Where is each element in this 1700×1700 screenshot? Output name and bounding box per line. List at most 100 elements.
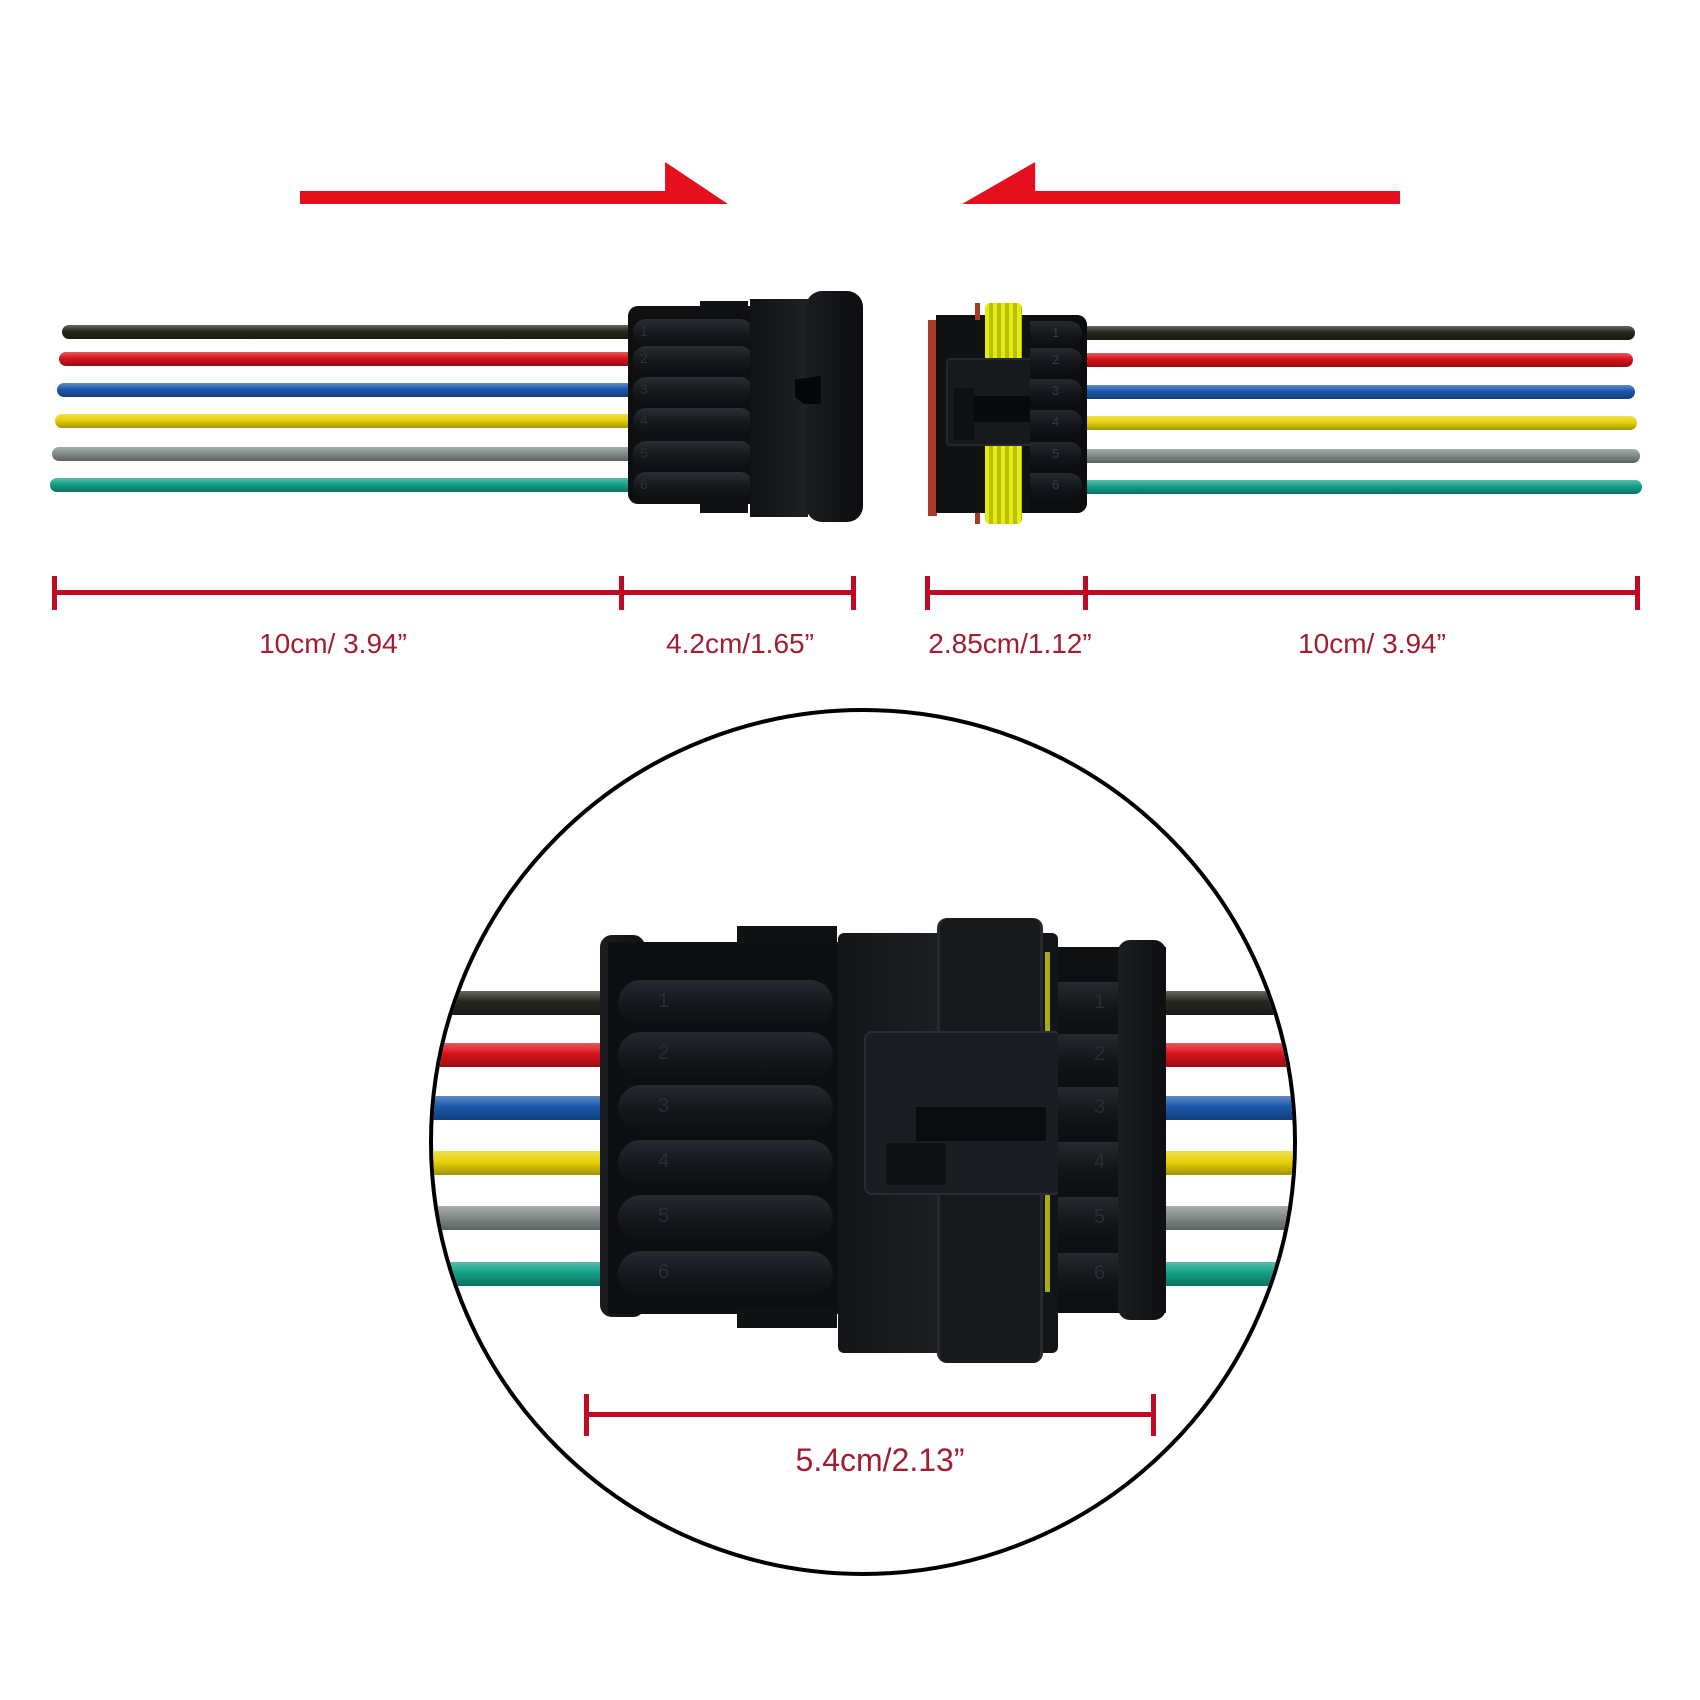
- female-ridge-5: 5: [1030, 442, 1082, 467]
- mated-rib-2: 2: [618, 1032, 833, 1078]
- female-ridge-3: 3: [1030, 379, 1082, 404]
- pin-number: 5: [640, 445, 648, 461]
- pin-number: 1: [658, 990, 670, 1012]
- dimension-tick: [851, 576, 856, 610]
- mated-rib-5: 5: [618, 1195, 833, 1241]
- pin-number: 6: [1052, 477, 1060, 492]
- latch-slot: [916, 1107, 1046, 1141]
- wire-gray-left: [433, 1206, 623, 1230]
- arrow-pointing-right-icon: [300, 162, 728, 204]
- pin-number: 4: [1052, 414, 1060, 429]
- male-connector-rear-flange: [806, 291, 863, 522]
- pin-number: 5: [1094, 1206, 1106, 1228]
- wire-red-left: [59, 352, 640, 366]
- wire-red-right: [1058, 353, 1633, 367]
- pin-number: 2: [1052, 352, 1060, 367]
- wire-yellow-left: [433, 1151, 623, 1175]
- wire-blue-left: [433, 1096, 623, 1120]
- female-connector: 1 2 3 4 5 6: [928, 303, 1087, 524]
- male-connector-bottom-step: [700, 503, 748, 513]
- male-rib-3: 3: [633, 377, 753, 403]
- mated-connector-top-step: [737, 926, 837, 944]
- dimension-line-left-assembly: [54, 590, 856, 595]
- dimension-label-right-wire: 10cm/ 3.94”: [1298, 628, 1446, 659]
- dimension-tick: [1083, 576, 1088, 610]
- pin-number: 2: [1094, 1043, 1106, 1065]
- dimension-tick: [925, 576, 930, 610]
- pin-number: 6: [658, 1261, 670, 1283]
- pin-number: 2: [658, 1042, 670, 1064]
- dimension-tick: [619, 576, 624, 610]
- dimension-line-mated-connector: [586, 1412, 1156, 1417]
- male-connector-mid-body: [750, 299, 808, 517]
- wire-green-right: [1058, 480, 1642, 494]
- female-connector-seal-tick-bottom: [975, 513, 980, 524]
- dimension-label-male-connector: 4.2cm/1.65”: [666, 628, 814, 659]
- dimension-tick: [1151, 1394, 1156, 1436]
- wire-green-left: [433, 1262, 623, 1286]
- female-connector-pin-ridges: 1 2 3 4 5 6: [1030, 315, 1087, 513]
- female-ridge-2: 2: [1030, 348, 1082, 373]
- latch-tab: [954, 388, 974, 440]
- male-connector-ribbed-body: 1 2 3 4 5 6: [628, 306, 756, 504]
- wire-black-right: [1058, 326, 1635, 340]
- wire-green-right: [1150, 1262, 1293, 1286]
- latch-step: [886, 1143, 946, 1185]
- mated-rib-1: 1: [618, 980, 833, 1026]
- male-rib-5: 5: [633, 441, 753, 467]
- male-rib-4: 4: [633, 408, 753, 434]
- wire-black-left: [433, 991, 623, 1015]
- female-ridge-6: 6: [1030, 473, 1082, 498]
- wire-black-left: [62, 325, 640, 339]
- pin-number: 4: [658, 1150, 670, 1172]
- female-ridge-1: 1: [1030, 321, 1082, 346]
- wire-red-right: [1150, 1043, 1293, 1067]
- mated-rib-6: 6: [618, 1251, 833, 1297]
- pin-number: 3: [1094, 1096, 1106, 1118]
- dimension-label-female-connector: 2.85cm/1.12”: [928, 628, 1092, 659]
- mated-connector-right-flange: [1118, 940, 1166, 1320]
- dimension-tick: [1635, 576, 1640, 610]
- pin-number: 3: [1052, 383, 1060, 398]
- male-rib-2: 2: [633, 346, 753, 372]
- pin-number: 5: [658, 1205, 670, 1227]
- pin-number: 6: [1094, 1262, 1106, 1284]
- pin-number: 5: [1052, 446, 1060, 461]
- pin-number: 3: [658, 1095, 670, 1117]
- wire-black-right: [1150, 991, 1293, 1015]
- wire-gray-left: [52, 447, 640, 461]
- wire-blue-left: [57, 383, 640, 397]
- wire-yellow-left: [55, 414, 640, 428]
- mated-connector-latch: [864, 1031, 1062, 1195]
- female-connector-seal-tick-top: [975, 303, 980, 320]
- male-connector-latch-notch: [795, 376, 821, 404]
- dimension-label-left-wire: 10cm/ 3.94”: [259, 628, 407, 659]
- wire-green-left: [50, 478, 640, 492]
- dimension-tick: [584, 1394, 589, 1436]
- pin-number: 1: [1052, 325, 1060, 340]
- pin-number: 1: [1094, 991, 1106, 1013]
- dimension-tick: [52, 576, 57, 610]
- pin-number: 4: [1094, 1151, 1106, 1173]
- wire-blue-right: [1058, 385, 1635, 399]
- pin-number: 3: [640, 381, 648, 397]
- female-ridge-4: 4: [1030, 410, 1082, 435]
- male-connector: 1 2 3 4 5 6: [628, 291, 863, 522]
- wire-yellow-right: [1150, 1151, 1293, 1175]
- pin-number: 4: [640, 412, 648, 428]
- dimension-line-right-assembly: [927, 590, 1640, 595]
- detail-circle-mated-connector: 1 2 3 4 5 6 1 2 3 4 5 6 5.4cm/2.13”: [429, 708, 1297, 1576]
- dimension-label-mated-connector: 5.4cm/2.13”: [795, 1442, 965, 1478]
- male-rib-1: 1: [633, 319, 753, 345]
- wire-blue-right: [1150, 1096, 1293, 1120]
- male-connector-top-step: [700, 301, 748, 311]
- wire-yellow-right: [1058, 416, 1637, 430]
- mated-rib-3: 3: [618, 1085, 833, 1131]
- female-connector-seal-edge: [928, 320, 937, 516]
- wire-gray-right: [1150, 1206, 1293, 1230]
- mated-connector-bottom-step: [737, 1310, 837, 1328]
- pin-number: 1: [640, 323, 648, 339]
- arrow-pointing-left-icon: [962, 162, 1400, 204]
- wire-red-left: [433, 1043, 623, 1067]
